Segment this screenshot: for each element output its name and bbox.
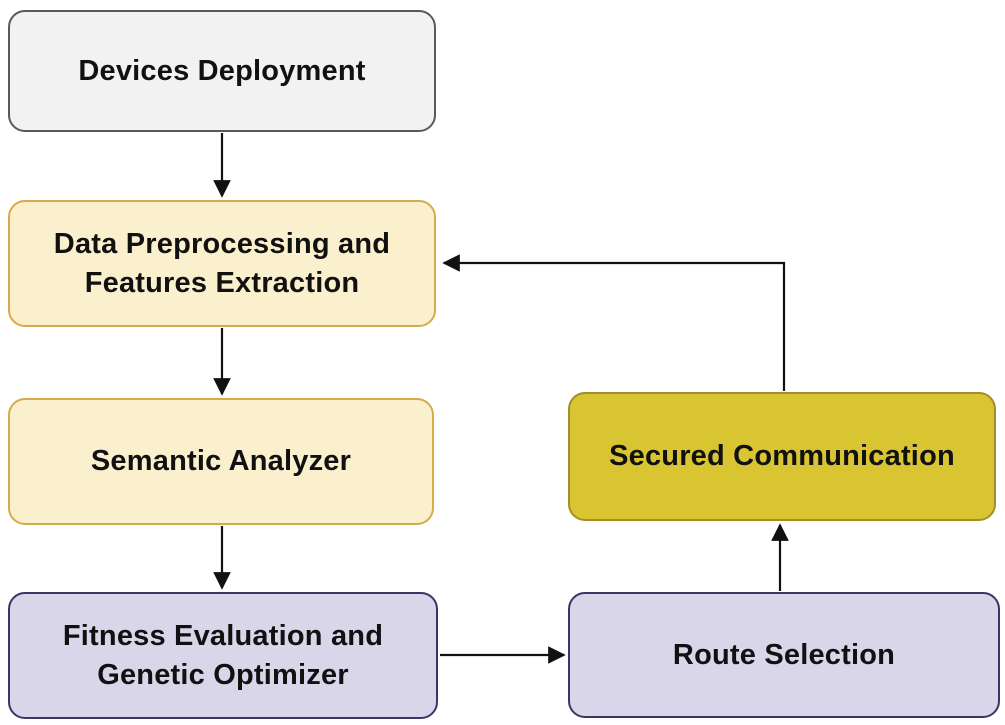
- node-data-preprocessing: Data Preprocessing and Features Extracti…: [8, 200, 436, 327]
- edge-secured-to-preprocessing: [442, 254, 786, 391]
- node-devices-deployment-label: Devices Deployment: [78, 54, 366, 87]
- node-data-preprocessing-label: Data Preprocessing and Features Extracti…: [53, 228, 391, 299]
- node-semantic-analyzer-label: Semantic Analyzer: [90, 445, 352, 478]
- node-route-selection: Route Selection: [568, 592, 1000, 718]
- node-semantic-analyzer: Semantic Analyzer: [8, 398, 434, 525]
- node-secured-communication: Secured Communication: [568, 392, 996, 521]
- node-fitness-evaluation: Fitness Evaluation and Genetic Optimizer: [8, 592, 438, 719]
- node-fitness-evaluation-label: Fitness Evaluation and Genetic Optimizer: [62, 620, 384, 691]
- node-route-selection-label: Route Selection: [672, 638, 896, 671]
- node-devices-deployment: Devices Deployment: [8, 10, 436, 132]
- node-secured-communication-label: Secured Communication: [609, 440, 955, 473]
